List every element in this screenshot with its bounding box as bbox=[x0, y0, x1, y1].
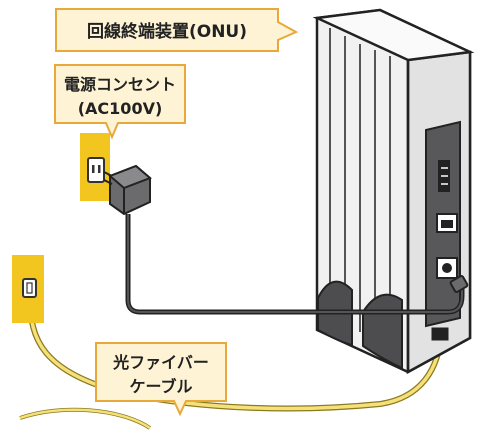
fiber-optic-cable bbox=[19, 293, 444, 430]
outlet-callout: 電源コンセント (AC100V) bbox=[54, 64, 186, 140]
outlet-label-line1: 電源コンセント bbox=[64, 75, 176, 94]
fiber-label-line2: ケーブル bbox=[129, 377, 192, 396]
onu-label: 回線終端装置(ONU) bbox=[87, 21, 247, 42]
adapter-icon bbox=[103, 164, 152, 216]
onu-device-icon bbox=[312, 8, 475, 375]
outlet-label-line2: (AC100V) bbox=[78, 99, 163, 118]
fiber-socket-icon bbox=[12, 255, 44, 323]
lan-port-icon bbox=[436, 213, 458, 233]
outlet-icon bbox=[80, 133, 110, 201]
dc-port-icon bbox=[436, 257, 458, 279]
fiber-callout: 光ファイバー ケーブル bbox=[95, 342, 227, 417]
onu-callout: 回線終端装置(ONU) bbox=[55, 8, 299, 52]
power-cable bbox=[125, 214, 465, 315]
fiber-label-line1: 光ファイバー bbox=[112, 353, 209, 372]
dc-plug bbox=[449, 275, 469, 293]
